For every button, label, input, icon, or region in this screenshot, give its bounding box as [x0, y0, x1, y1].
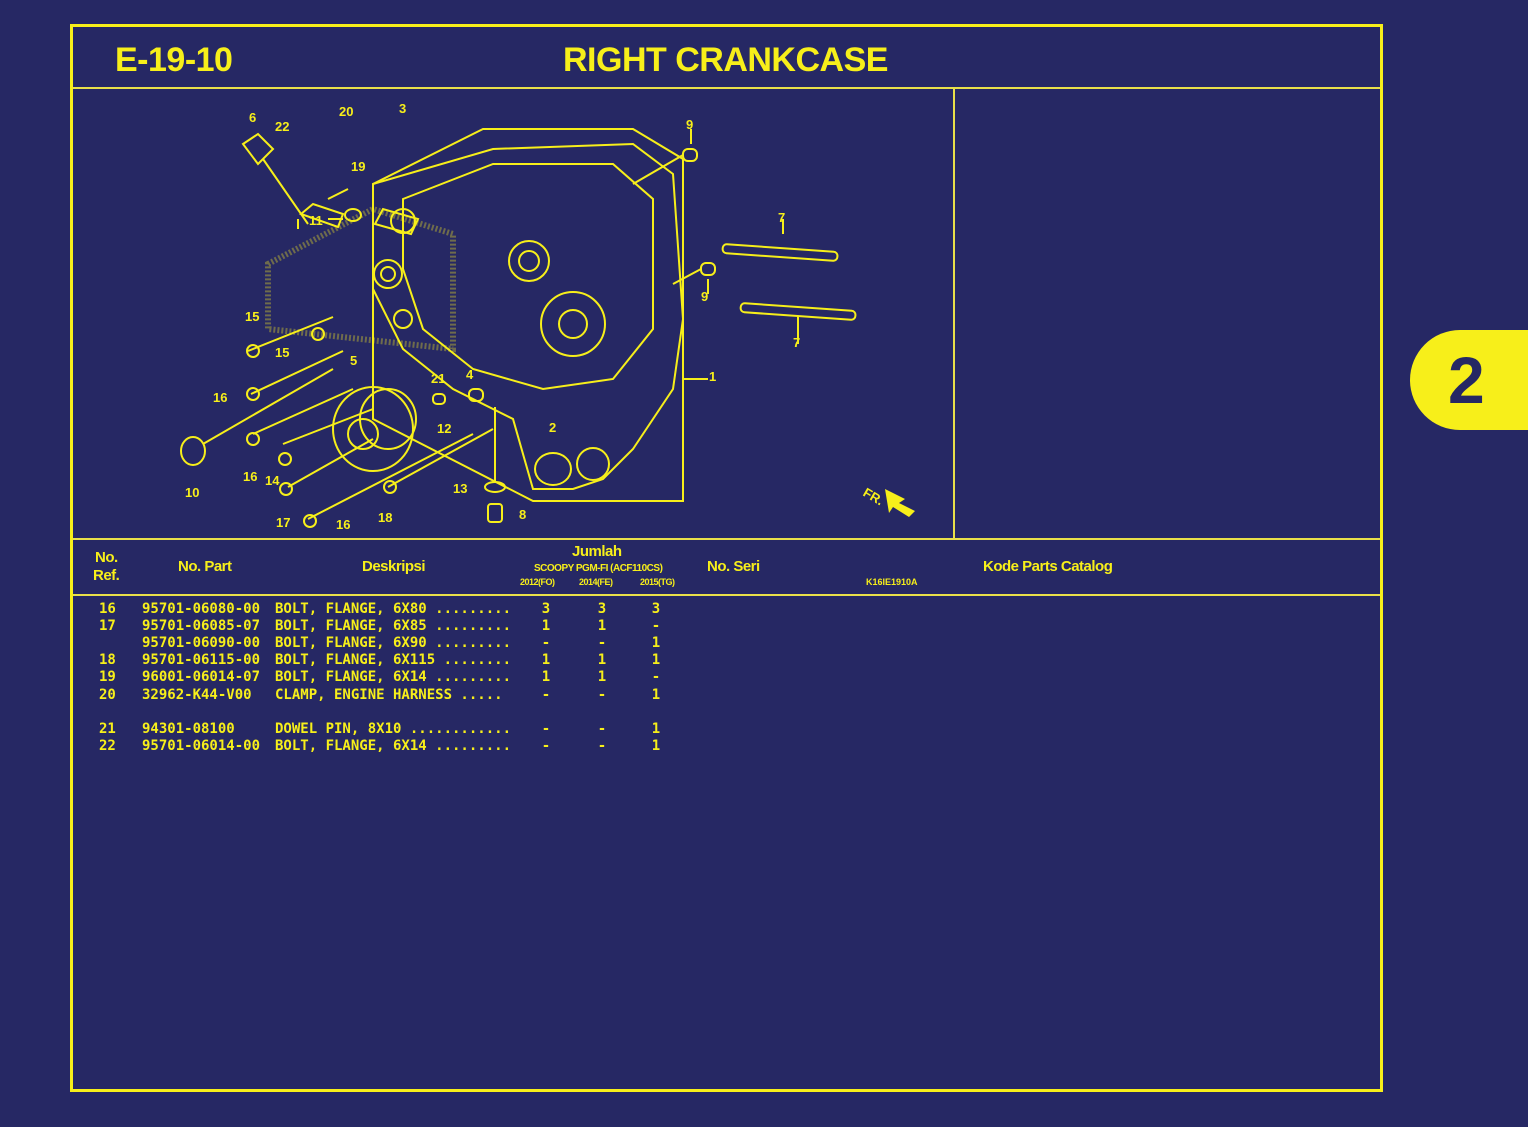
crankcase-diagram-icon: 6 22 20 3 19 11 9 7 9 7 1 15 15 5 16 21 … — [180, 101, 915, 532]
header-deskripsi: Deskripsi — [362, 558, 426, 575]
figure-code: K16IE1910A — [866, 577, 918, 587]
svg-text:13: 13 — [453, 481, 467, 496]
section-tab-number: 2 — [1448, 343, 1485, 417]
svg-text:17: 17 — [276, 515, 290, 530]
svg-text:22: 22 — [275, 119, 289, 134]
svg-text:1: 1 — [709, 369, 716, 384]
header-year-2014: 2014(FE) — [579, 577, 613, 587]
section-tab[interactable]: 2 — [1410, 330, 1528, 430]
svg-text:16: 16 — [213, 390, 227, 405]
header-jumlah: Jumlah — [572, 543, 622, 560]
header-year-2015: 2015(TG) — [640, 577, 675, 587]
header-kode-parts-catalog: Kode Parts Catalog — [983, 558, 1113, 575]
svg-text:7: 7 — [793, 335, 800, 350]
header-ref: Ref. — [93, 567, 120, 584]
svg-text:20: 20 — [339, 104, 353, 119]
catalog-page-frame: E-19-10 RIGHT CRANKCASE — [70, 24, 1383, 1092]
svg-text:3: 3 — [399, 101, 406, 116]
svg-text:11: 11 — [309, 213, 323, 228]
svg-text:15: 15 — [275, 345, 289, 360]
parts-table-header: No. Ref. No. Part Deskripsi Jumlah SCOOP… — [73, 538, 1380, 596]
header-no: No. — [95, 549, 118, 566]
svg-text:10: 10 — [185, 485, 199, 500]
svg-text:6: 6 — [249, 110, 256, 125]
svg-text:2: 2 — [549, 420, 556, 435]
page-header: E-19-10 RIGHT CRANKCASE — [73, 27, 1380, 89]
svg-text:5: 5 — [350, 353, 357, 368]
svg-text:7: 7 — [778, 210, 785, 225]
svg-text:9: 9 — [686, 117, 693, 132]
svg-text:9: 9 — [701, 289, 708, 304]
svg-text:19: 19 — [351, 159, 365, 174]
svg-text:12: 12 — [437, 421, 451, 436]
svg-text:8: 8 — [519, 507, 526, 522]
header-no-seri: No. Seri — [707, 558, 760, 575]
svg-text:21: 21 — [431, 371, 445, 386]
svg-text:15: 15 — [245, 309, 259, 324]
header-no-part: No. Part — [178, 558, 232, 575]
svg-text:16: 16 — [336, 517, 350, 532]
page-title: RIGHT CRANKCASE — [563, 41, 888, 79]
svg-text:4: 4 — [466, 367, 474, 382]
svg-text:16: 16 — [243, 469, 257, 484]
section-code: E-19-10 — [115, 41, 233, 79]
header-model: SCOOPY PGM-FI (ACF110CS) — [534, 563, 663, 574]
header-year-2012: 2012(FO) — [520, 577, 555, 587]
svg-text:14: 14 — [265, 473, 280, 488]
exploded-parts-diagram: 6 22 20 3 19 11 9 7 9 7 1 15 15 5 16 21 … — [73, 89, 955, 587]
blank-panel — [955, 89, 1380, 538]
svg-text:18: 18 — [378, 510, 392, 525]
